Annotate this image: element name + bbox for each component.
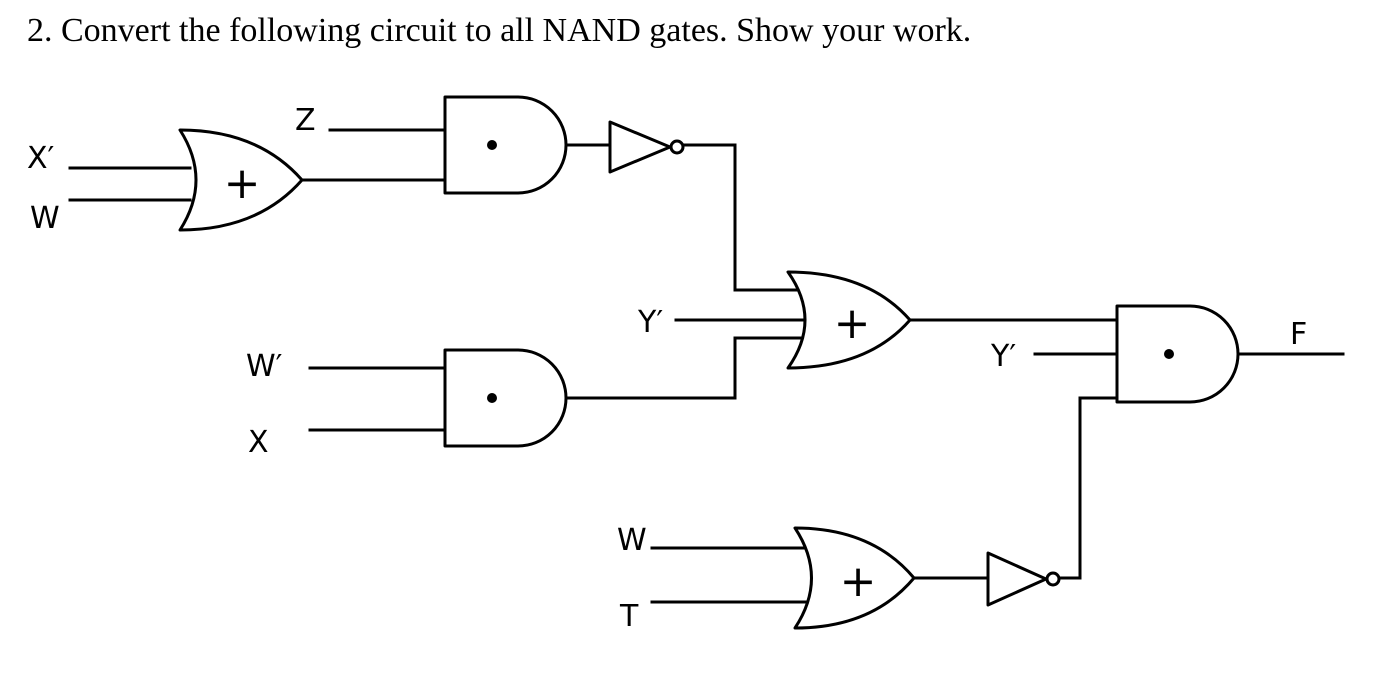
label-w-bottom: W [617, 523, 647, 558]
and-gate-2-dot [487, 393, 497, 403]
wire-and2-to-or2 [564, 336, 808, 400]
and-gate-3-dot [1164, 349, 1174, 359]
not-gate-2-bubble [1045, 571, 1061, 587]
label-y-prime-mid: Y′ [637, 305, 663, 340]
or-gate-1-symbol: + [224, 158, 261, 209]
wires [68, 128, 1345, 604]
not-gate-2 [986, 551, 1061, 607]
label-w-prime: W′ [246, 349, 283, 384]
wire-not2-to-and3 [1058, 396, 1119, 580]
label-w-top: W [30, 201, 60, 236]
or-gate-1: + [178, 128, 304, 232]
and-gate-3 [1115, 304, 1240, 404]
or-gate-3: + [793, 526, 916, 630]
or-gate-2-symbol: + [834, 298, 871, 349]
not-gate-1-bubble [669, 139, 685, 155]
or-gate-3-symbol: + [840, 556, 877, 607]
and-gate-1-dot [487, 140, 497, 150]
label-x: X [248, 425, 269, 460]
not-gate-1 [608, 120, 685, 174]
wire-not1-to-or2 [683, 143, 808, 292]
or-gate-2: + [786, 270, 912, 370]
and-gate-1 [443, 95, 568, 195]
label-t: T [619, 599, 639, 634]
question-text: 2. Convert the following circuit to all … [27, 12, 972, 49]
label-f: F [1290, 317, 1307, 352]
labels: X′ W Z W′ X Y′ Y′ W T F [27, 103, 1307, 634]
label-z: Z [295, 103, 316, 138]
label-x-prime: X′ [27, 141, 55, 176]
label-y-prime-right: Y′ [990, 339, 1016, 374]
and-gate-2 [443, 348, 568, 448]
